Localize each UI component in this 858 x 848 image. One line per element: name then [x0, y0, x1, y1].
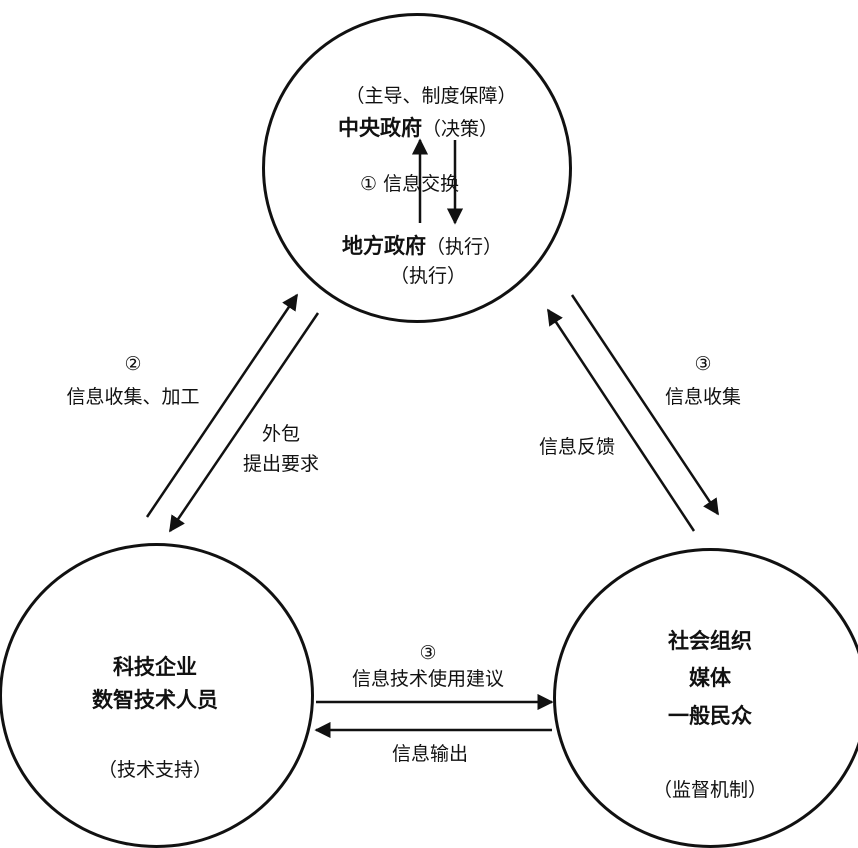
government-node: [262, 13, 572, 323]
arrow-gov-to-tech: [168, 312, 320, 533]
edge-bottom-left-label: 信息输出: [391, 743, 469, 765]
central-government-note: （决策）: [422, 118, 499, 140]
public-node-line-2: 媒体: [689, 666, 731, 690]
government-role: （主导、制度保障）: [345, 85, 517, 107]
central-government-name: 中央政府: [338, 116, 422, 140]
edge-left-down-label-2: 提出要求: [242, 453, 320, 475]
edge-left-down-label-1: 外包: [261, 423, 301, 445]
edge-bottom-right-label: 信息技术使用建议: [351, 668, 505, 690]
arrow-public-to-gov: [546, 308, 696, 532]
edge-bottom-number: ③: [419, 642, 437, 664]
local-government-line: 地方政府（执行）: [342, 232, 502, 260]
public-node-line-1: 社会组织: [668, 629, 752, 653]
arrow-gov-to-public: [570, 294, 720, 516]
edge-left-up-label: 信息收集、加工: [66, 386, 200, 408]
arrow-tech-to-gov: [145, 293, 299, 518]
edge-right-number: ③: [694, 353, 712, 375]
central-government-line: 中央政府（决策）: [338, 114, 498, 142]
local-government-note: （执行）: [426, 236, 503, 258]
tech-node-line-1: 科技企业: [113, 655, 197, 679]
tech-node-line-2: 数智技术人员: [92, 688, 218, 712]
tech-node-role: （技术支持）: [97, 759, 213, 781]
local-government-name: 地方政府: [342, 234, 426, 258]
local-government-note-2: （执行）: [389, 265, 467, 287]
edge-right-up-label: 信息反馈: [538, 436, 616, 458]
edge-left-number: ②: [124, 353, 142, 375]
public-node-role: （监督机制）: [652, 779, 768, 801]
public-node-line-3: 一般民众: [668, 704, 752, 728]
edge-right-down-label: 信息收集: [664, 386, 742, 408]
public-node: [553, 548, 858, 848]
info-exchange-label: ① 信息交换: [360, 173, 460, 195]
